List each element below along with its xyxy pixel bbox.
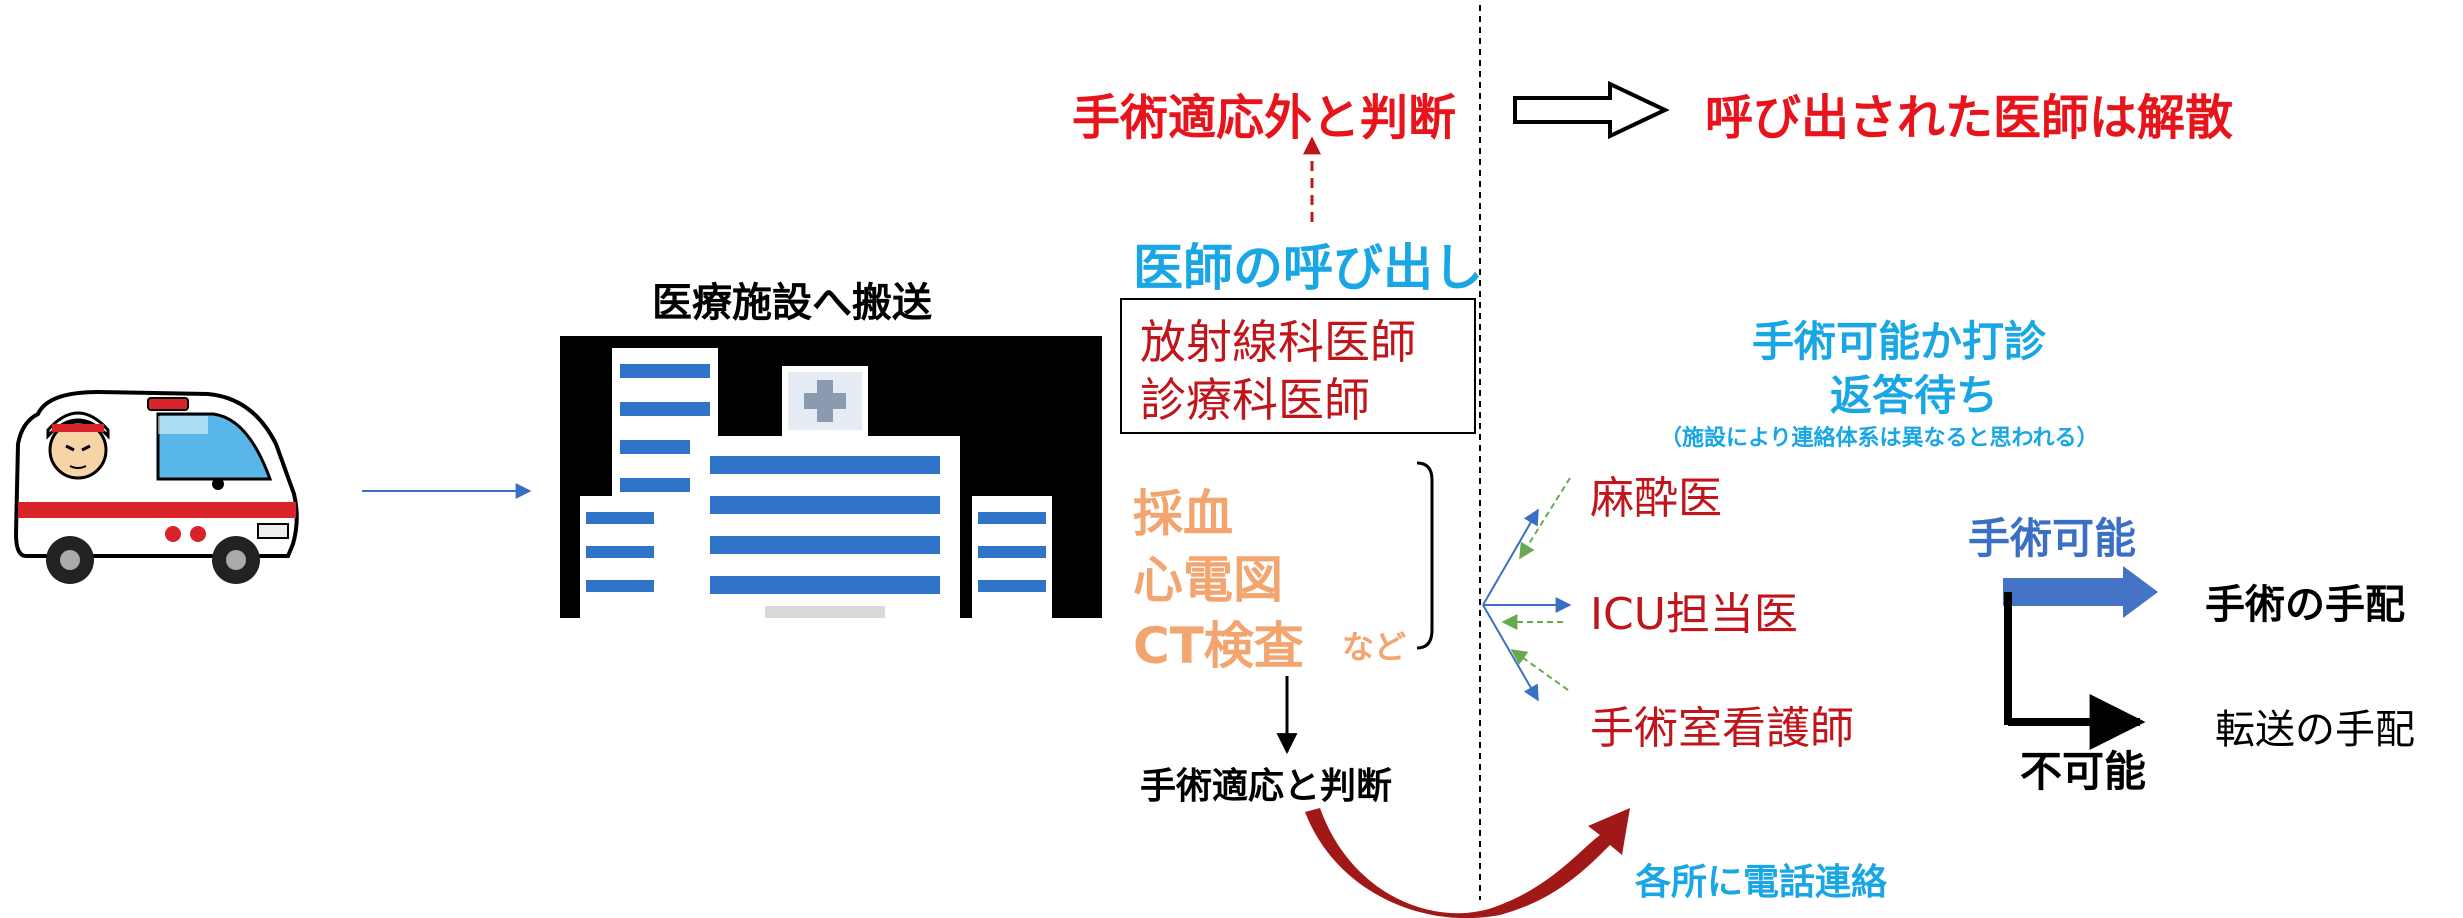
outcome-surgery-arrangement: 手術の手配 (2205, 582, 2405, 628)
test-etc: など (1342, 628, 1407, 666)
doctor-call-title: 医師の呼び出し (1133, 239, 1483, 297)
outcome-impossible-label: 不可能 (2020, 747, 2147, 796)
tests-bracket (1416, 461, 1434, 650)
test-ct: CT検査 (1133, 617, 1304, 675)
dismiss-arrow (1513, 80, 1670, 140)
hospital-building-illustration (560, 336, 1102, 618)
phone-contact-arrow (1305, 808, 1630, 918)
doctor-list-box (1120, 298, 1476, 434)
inquiry-note: （施設により連絡体系は異なると思われる） (1660, 426, 2099, 451)
ambulance-illustration (13, 389, 299, 584)
outcome-transfer-arrangement: 転送の手配 (2215, 707, 2415, 753)
test-blood: 採血 (1133, 485, 1233, 543)
reply-arrow-1 (1519, 477, 1571, 560)
reply-arrow-3 (1510, 649, 1569, 691)
contact-icu-doctor: ICU担当医 (1590, 589, 1798, 640)
contact-or-nurse: 手術室看護師 (1590, 703, 1854, 754)
exclusion-judgement: 手術適応外と判断 (1072, 90, 1457, 146)
inquiry-line1: 手術可能か打診 (1752, 317, 2047, 366)
dismissal-result: 呼び出された医師は解散 (1705, 90, 2234, 146)
phone-contact-label: 各所に電話連絡 (1635, 862, 1888, 903)
fan-arrow-down (1482, 604, 1539, 702)
contact-anesthesiologist: 麻酔医 (1590, 473, 1722, 524)
doctor-department: 診療科医師 (1140, 373, 1370, 427)
transport-label: 医療施設へ搬送 (652, 280, 932, 326)
fan-arrow-up (1482, 508, 1539, 606)
possible-arrow (2003, 566, 2158, 618)
inquiry-line2: 返答待ち (1830, 371, 1999, 420)
doctor-radiology: 放射線科医師 (1140, 315, 1416, 369)
indication-judgement: 手術適応と判断 (1140, 766, 1393, 807)
test-ecg: 心電図 (1133, 551, 1283, 609)
outcome-possible-label: 手術可能 (1968, 514, 2137, 563)
